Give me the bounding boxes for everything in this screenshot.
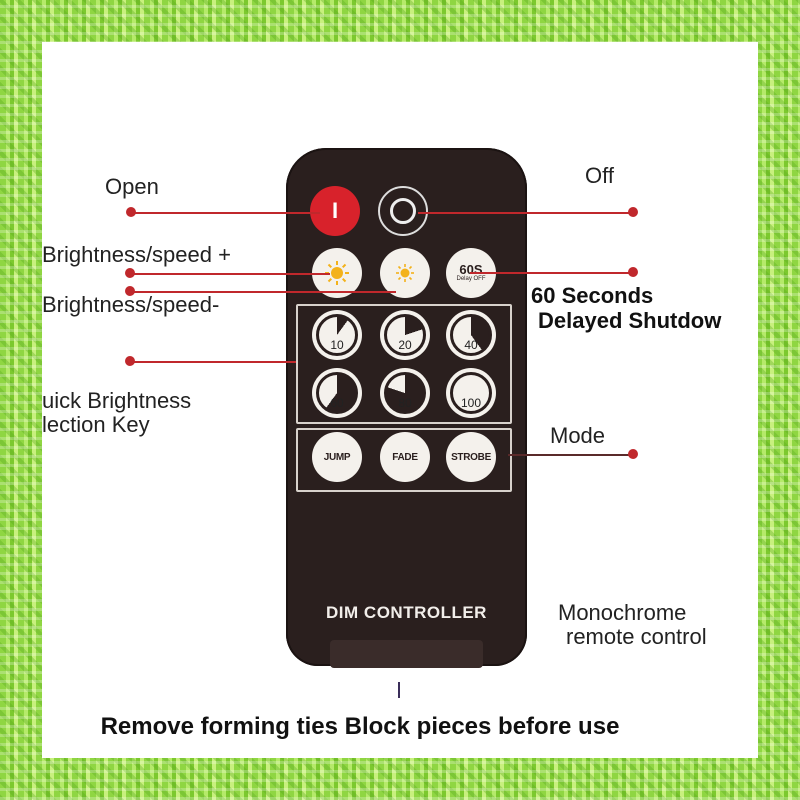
pct-100-button[interactable]: 100 [446,368,496,418]
quick-callout-dot [125,356,135,366]
brightness-down-callout-line [130,291,396,293]
power-off-button[interactable] [378,186,428,236]
pct-20-fill-icon [384,314,426,356]
mode-fade-button[interactable]: FADE [380,432,430,482]
brightness-up-button[interactable] [312,248,362,298]
pct-20-label: 20 [398,338,412,352]
pct-40-label: 40 [464,338,478,352]
mode-strobe-button[interactable]: STROBE [446,432,496,482]
delay-callout-line [470,272,634,274]
brightness-down-button[interactable] [380,248,430,298]
quick-label-line1: uick Brightness [42,388,192,413]
power-on-button[interactable]: I [310,186,360,236]
brightness-up-label: Brightness/speed + [42,242,231,267]
remote-battery-cover [330,640,483,668]
footer-note: Remove forming ties Block pieces before … [100,713,620,740]
mode-group [296,428,512,492]
pct-100-fill-icon [450,372,492,414]
brightness-up-callout-dot [125,268,135,278]
quick-brightness-group [296,304,512,424]
power-on-icon: I [331,198,339,223]
pct-10-fill-icon [316,314,358,356]
open-label: Open [105,174,159,199]
brightness-down-callout-dot [125,286,135,296]
mono-label-line1: Monochrome [558,600,687,625]
brightness-up-callout-line [130,273,330,275]
sun-small-icon [396,264,414,282]
pct-100-label: 100 [460,396,482,410]
pct-80-fill-icon [384,372,426,414]
open-callout-line [130,212,320,214]
quick-label-line2: lection Key [42,412,150,437]
off-callout-line [418,212,634,214]
off-callout-dot [628,207,638,217]
mode-label: Mode [550,423,606,448]
mono-label-line2: remote control [566,624,707,649]
pct-80-label: 80 [398,396,412,410]
seconds-label-line1: 60 Seconds [531,283,654,308]
off-label: Off [585,163,614,188]
pct-80-button[interactable]: 80 [380,368,430,418]
pct-60-label: 60 [330,396,344,410]
mode-strobe-label: STROBE [451,451,491,463]
pct-20-button[interactable]: 20 [380,310,430,360]
mode-fade-label: FADE [392,451,418,463]
pct-10-label: 10 [330,338,344,352]
mode-callout-dot [628,449,638,459]
seconds-label-line2: Delayed Shutdow [538,308,722,333]
pct-40-fill-icon [450,314,492,356]
open-callout-dot [126,207,136,217]
mode-jump-button[interactable]: JUMP [312,432,362,482]
mode-jump-label: JUMP [323,451,351,463]
brightness-down-label: Brightness/speed- [42,292,220,317]
remote-brand-label: DIM CONTROLLER [326,603,487,622]
delay-sub-label: Delay OFF [456,276,486,282]
pointer-mark [398,682,400,698]
pct-10-button[interactable]: 10 [312,310,362,360]
pct-60-button[interactable]: 60 [312,368,362,418]
delay-main-label: 60S [459,262,483,277]
delay-callout-dot [628,267,638,277]
pct-40-button[interactable]: 40 [446,310,496,360]
pct-60-fill-icon [316,372,358,414]
mode-callout-line [508,454,634,456]
quick-callout-line [130,361,296,363]
